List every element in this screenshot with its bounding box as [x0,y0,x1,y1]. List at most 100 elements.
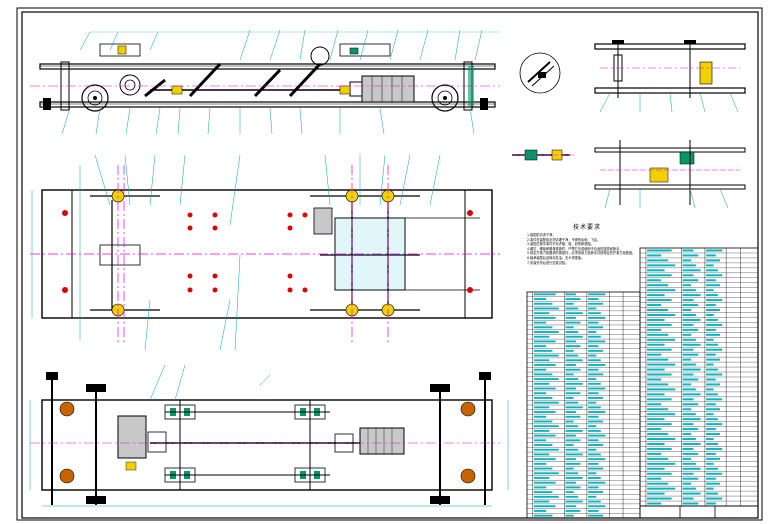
table-cell-text [706,442,718,445]
table-cell-text [533,392,547,395]
table-cell-text [682,328,699,331]
table-cell-text [565,481,576,484]
table-cell-text [565,495,579,498]
table-cell-text [682,368,701,371]
table-cell-text [533,373,553,376]
table-cell-text [588,495,597,498]
table-cell-text [647,403,662,406]
table-cell-text [706,457,721,460]
table-cell-text [565,349,574,352]
table-cell-text [565,425,579,428]
table-cell-text [682,259,692,262]
table-cell-text [682,294,701,297]
table-cell-text [682,492,701,495]
table-cell-text [565,316,576,319]
table-cell-text [647,447,672,450]
table-cell-text [565,415,581,418]
wheel-right [431,84,459,112]
table-cell-text [706,313,714,316]
table-cell-text [588,434,606,437]
table-cell-text [647,373,672,376]
table-cell-text [682,309,692,312]
table-cell-text [682,497,694,500]
table-cell-text [706,433,721,436]
table-cell-text [647,259,669,262]
table-cell-text [565,382,583,385]
technical-notes-title: 技术要求 [572,224,601,231]
table-cell-text [682,433,692,436]
table-cell-text [647,452,662,455]
table-cell-text [533,364,556,366]
table-cell-text [565,477,583,479]
table-cell-text [706,403,716,406]
table-cell-text [682,284,692,287]
table-cell-text [588,345,599,348]
table-cell-text [706,492,718,495]
bottom-view [29,364,509,507]
table-cell-text [565,467,574,470]
table-cell-text [533,345,547,348]
table-cell-text [588,477,601,479]
table-cell-text [706,388,714,391]
table-cell-text [588,486,599,489]
table-cell-text [706,497,723,500]
table-cell-text [533,486,547,489]
table-cell-text [706,353,716,356]
table-cell-text [706,343,718,346]
technical-note: 7.安装完毕后进行空载试验。 [527,260,569,265]
table-cell-text [565,373,574,376]
table-cell-text [706,393,718,396]
table-cell-text [533,321,547,324]
table-cell-text [565,396,574,399]
parts-list-right [639,247,759,507]
table-cell-text [565,472,579,475]
table-cell-text [533,495,559,498]
table-cell-text [706,323,723,326]
table-cell-text [706,428,716,431]
table-cell-text [682,403,699,406]
table-cell-text [565,364,576,366]
table-cell-text [682,358,692,361]
table-cell-text [647,328,662,331]
table-cell-text [588,481,606,484]
table-cell-text [588,514,604,517]
table-cell-text [706,398,723,401]
table-cell-text [682,264,696,267]
table-cell-text [682,482,692,485]
table-cell-text [682,408,692,411]
table-cell-text [647,279,662,282]
table-cell-text [565,378,579,381]
table-cell-text [647,378,662,381]
table-cell-text [647,343,665,346]
table-cell-text [682,299,694,302]
title-block [639,505,759,519]
table-cell-text [706,418,718,421]
table-cell-text [682,348,694,351]
table-cell-text [588,448,597,451]
table-cell-text [533,467,553,470]
table-cell-text [682,467,701,470]
technical-notes: 技术要求 1.装配前清洗干净。 2.零件在装配前必须清理干净，不得有毛刺、飞边。… [527,222,647,265]
table-cell-text [565,321,581,324]
table-cell-text [588,373,604,376]
table-cell-text [706,467,718,470]
table-cell-text [565,293,576,296]
table-cell-text [706,477,716,480]
table-cell-text [588,429,601,432]
table-cell-text [706,358,721,361]
table-cell-text [682,383,692,386]
table-cell-text [533,368,547,371]
table-cell-text [647,418,665,421]
table-cell-text [533,335,550,338]
outer-border [16,7,763,521]
table-cell-text [565,392,581,395]
table-cell-text [533,429,550,432]
table-cell-text [706,279,716,282]
table-cell-text [682,279,699,282]
table-cell-text [565,448,579,451]
table-cell-text [533,472,559,475]
table-cell-text [588,396,604,399]
table-cell-text [533,420,553,423]
table-cell-text [706,472,723,475]
